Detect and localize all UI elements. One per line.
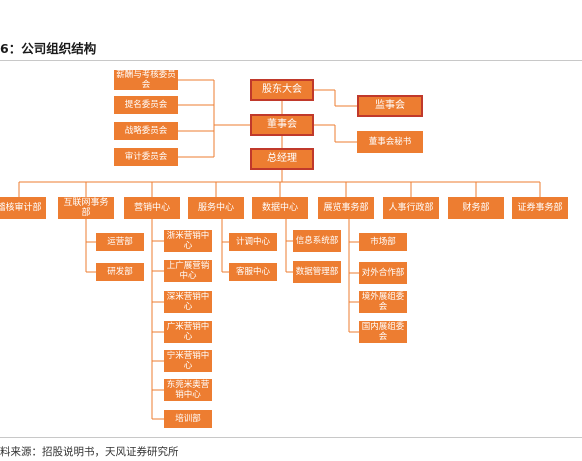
node-dept-hr: 人事行政部: [383, 197, 439, 219]
footer-divider: [0, 437, 582, 438]
node-service-support: 客服中心: [229, 263, 277, 281]
node-internet-rnd: 研发部: [96, 263, 144, 281]
node-supervisors: 监事会: [357, 95, 423, 117]
node-board: 董事会: [250, 114, 314, 136]
node-dept-data: 数据中心: [252, 197, 308, 219]
node-dept-securities: 证券事务部: [512, 197, 568, 219]
node-marketing-shangguangzhan: 上广展营销中心: [164, 260, 212, 282]
node-dept-service: 服务中心: [188, 197, 244, 219]
node-general-manager: 总经理: [250, 148, 314, 170]
node-marketing-guangmi: 广米营销中心: [164, 321, 212, 343]
node-committee-strategy: 战略委员会: [114, 122, 178, 140]
title-divider: [0, 60, 582, 61]
node-dept-exhibition: 展览事务部: [318, 197, 374, 219]
node-service-dispatch: 计调中心: [229, 233, 277, 251]
node-marketing-dongguan-miao: 东莞米奥营销中心: [164, 379, 212, 401]
node-exhibition-overseas: 境外展组委会: [359, 291, 407, 313]
node-exhibition-market: 市场部: [359, 233, 407, 251]
node-marketing-shenmi: 深米营销中心: [164, 291, 212, 313]
node-internet-operations: 运营部: [96, 233, 144, 251]
node-marketing-training: 培训部: [164, 410, 212, 428]
node-shareholders: 股东大会: [250, 79, 314, 101]
node-marketing-ningmi: 宁米营销中心: [164, 350, 212, 372]
node-dept-internet: 互联网事务部: [58, 197, 114, 219]
node-board-secretary: 董事会秘书: [357, 131, 423, 153]
node-committee-compensation: 薪酬与考核委员会: [114, 70, 178, 90]
node-committee-nomination: 提名委员会: [114, 96, 178, 114]
node-committee-audit: 审计委员会: [114, 148, 178, 166]
node-data-info-systems: 信息系统部: [293, 230, 341, 252]
node-data-management: 数据管理部: [293, 261, 341, 283]
figure-title: 6：公司组织结构: [0, 41, 97, 56]
node-exhibition-partnership: 对外合作部: [359, 262, 407, 284]
node-dept-audit: 稽核审计部: [0, 197, 46, 219]
node-exhibition-domestic: 国内展组委会: [359, 321, 407, 343]
source-note: 料来源：招股说明书，天风证券研究所: [0, 446, 179, 458]
node-dept-marketing: 营销中心: [124, 197, 180, 219]
node-dept-finance: 财务部: [448, 197, 504, 219]
node-marketing-zhemi: 浙米营销中心: [164, 230, 212, 252]
